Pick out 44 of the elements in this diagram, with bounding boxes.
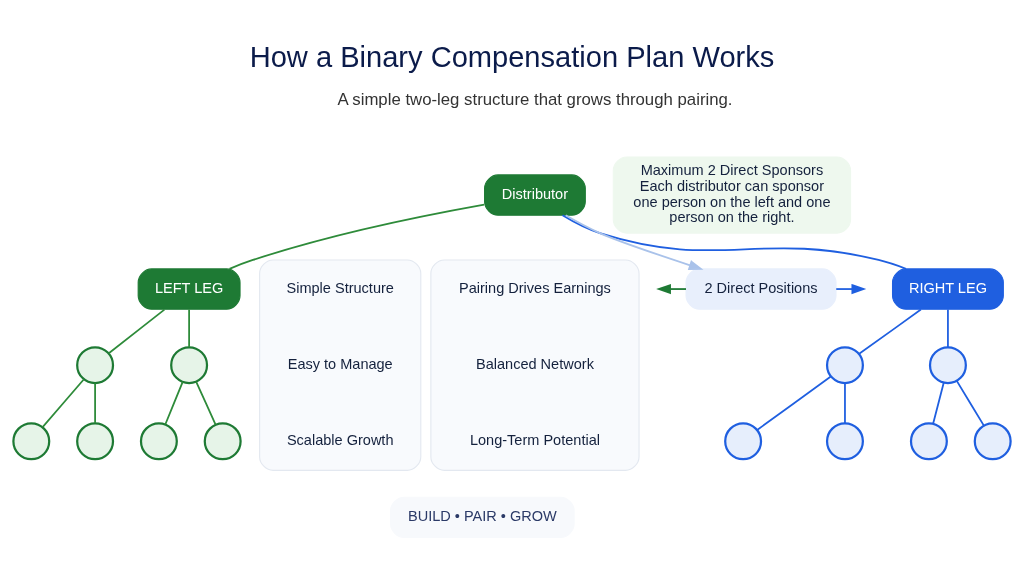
connector [195, 380, 217, 425]
node-text: Long-Term Potential [469, 431, 600, 448]
node-text: Simple Structure [286, 279, 394, 296]
connector [228, 203, 486, 270]
arrow [564, 213, 704, 270]
node-person [825, 345, 864, 384]
label: A simple two-leg structure that grows through pairing. [337, 89, 733, 109]
node-person [12, 421, 51, 460]
connector [858, 308, 922, 355]
node-text: Balanced Network [475, 355, 594, 372]
connector [844, 382, 846, 424]
node-person [203, 421, 242, 460]
arrow [835, 283, 867, 294]
node-text: Scalable Growth [286, 431, 394, 448]
node-person [76, 345, 115, 384]
node-box: Maximum 2 Direct Sponsors Each distributor can sponsor one person on the left and one person on the right. [612, 155, 852, 234]
node-person [825, 421, 864, 460]
node-person [724, 421, 763, 460]
connector [947, 308, 949, 348]
node-box: 2 Direct Positions [685, 267, 837, 310]
cluster [430, 258, 640, 471]
node-person [170, 345, 209, 384]
connector [108, 308, 166, 354]
connector [955, 379, 985, 426]
connector [164, 380, 184, 425]
diagram-title: How a Binary Compensation Plan Works [249, 40, 775, 73]
node-box: LEFT LEG [137, 267, 241, 310]
node-text: Pairing Drives Earnings [459, 279, 611, 296]
node-text: Easy to Manage [287, 355, 393, 372]
connector [932, 381, 945, 425]
connector [94, 382, 96, 424]
node-person [909, 421, 948, 460]
node-person [76, 421, 115, 460]
connector [561, 213, 907, 270]
connector [756, 375, 832, 431]
node-person [928, 345, 967, 384]
node-box: Distributor [484, 173, 586, 216]
cluster [259, 258, 422, 471]
arrow [656, 283, 687, 294]
node-box: RIGHT LEG [891, 267, 1004, 310]
connector [188, 308, 190, 348]
node-person [973, 421, 1012, 460]
connector [41, 378, 85, 428]
node-person [139, 421, 178, 460]
